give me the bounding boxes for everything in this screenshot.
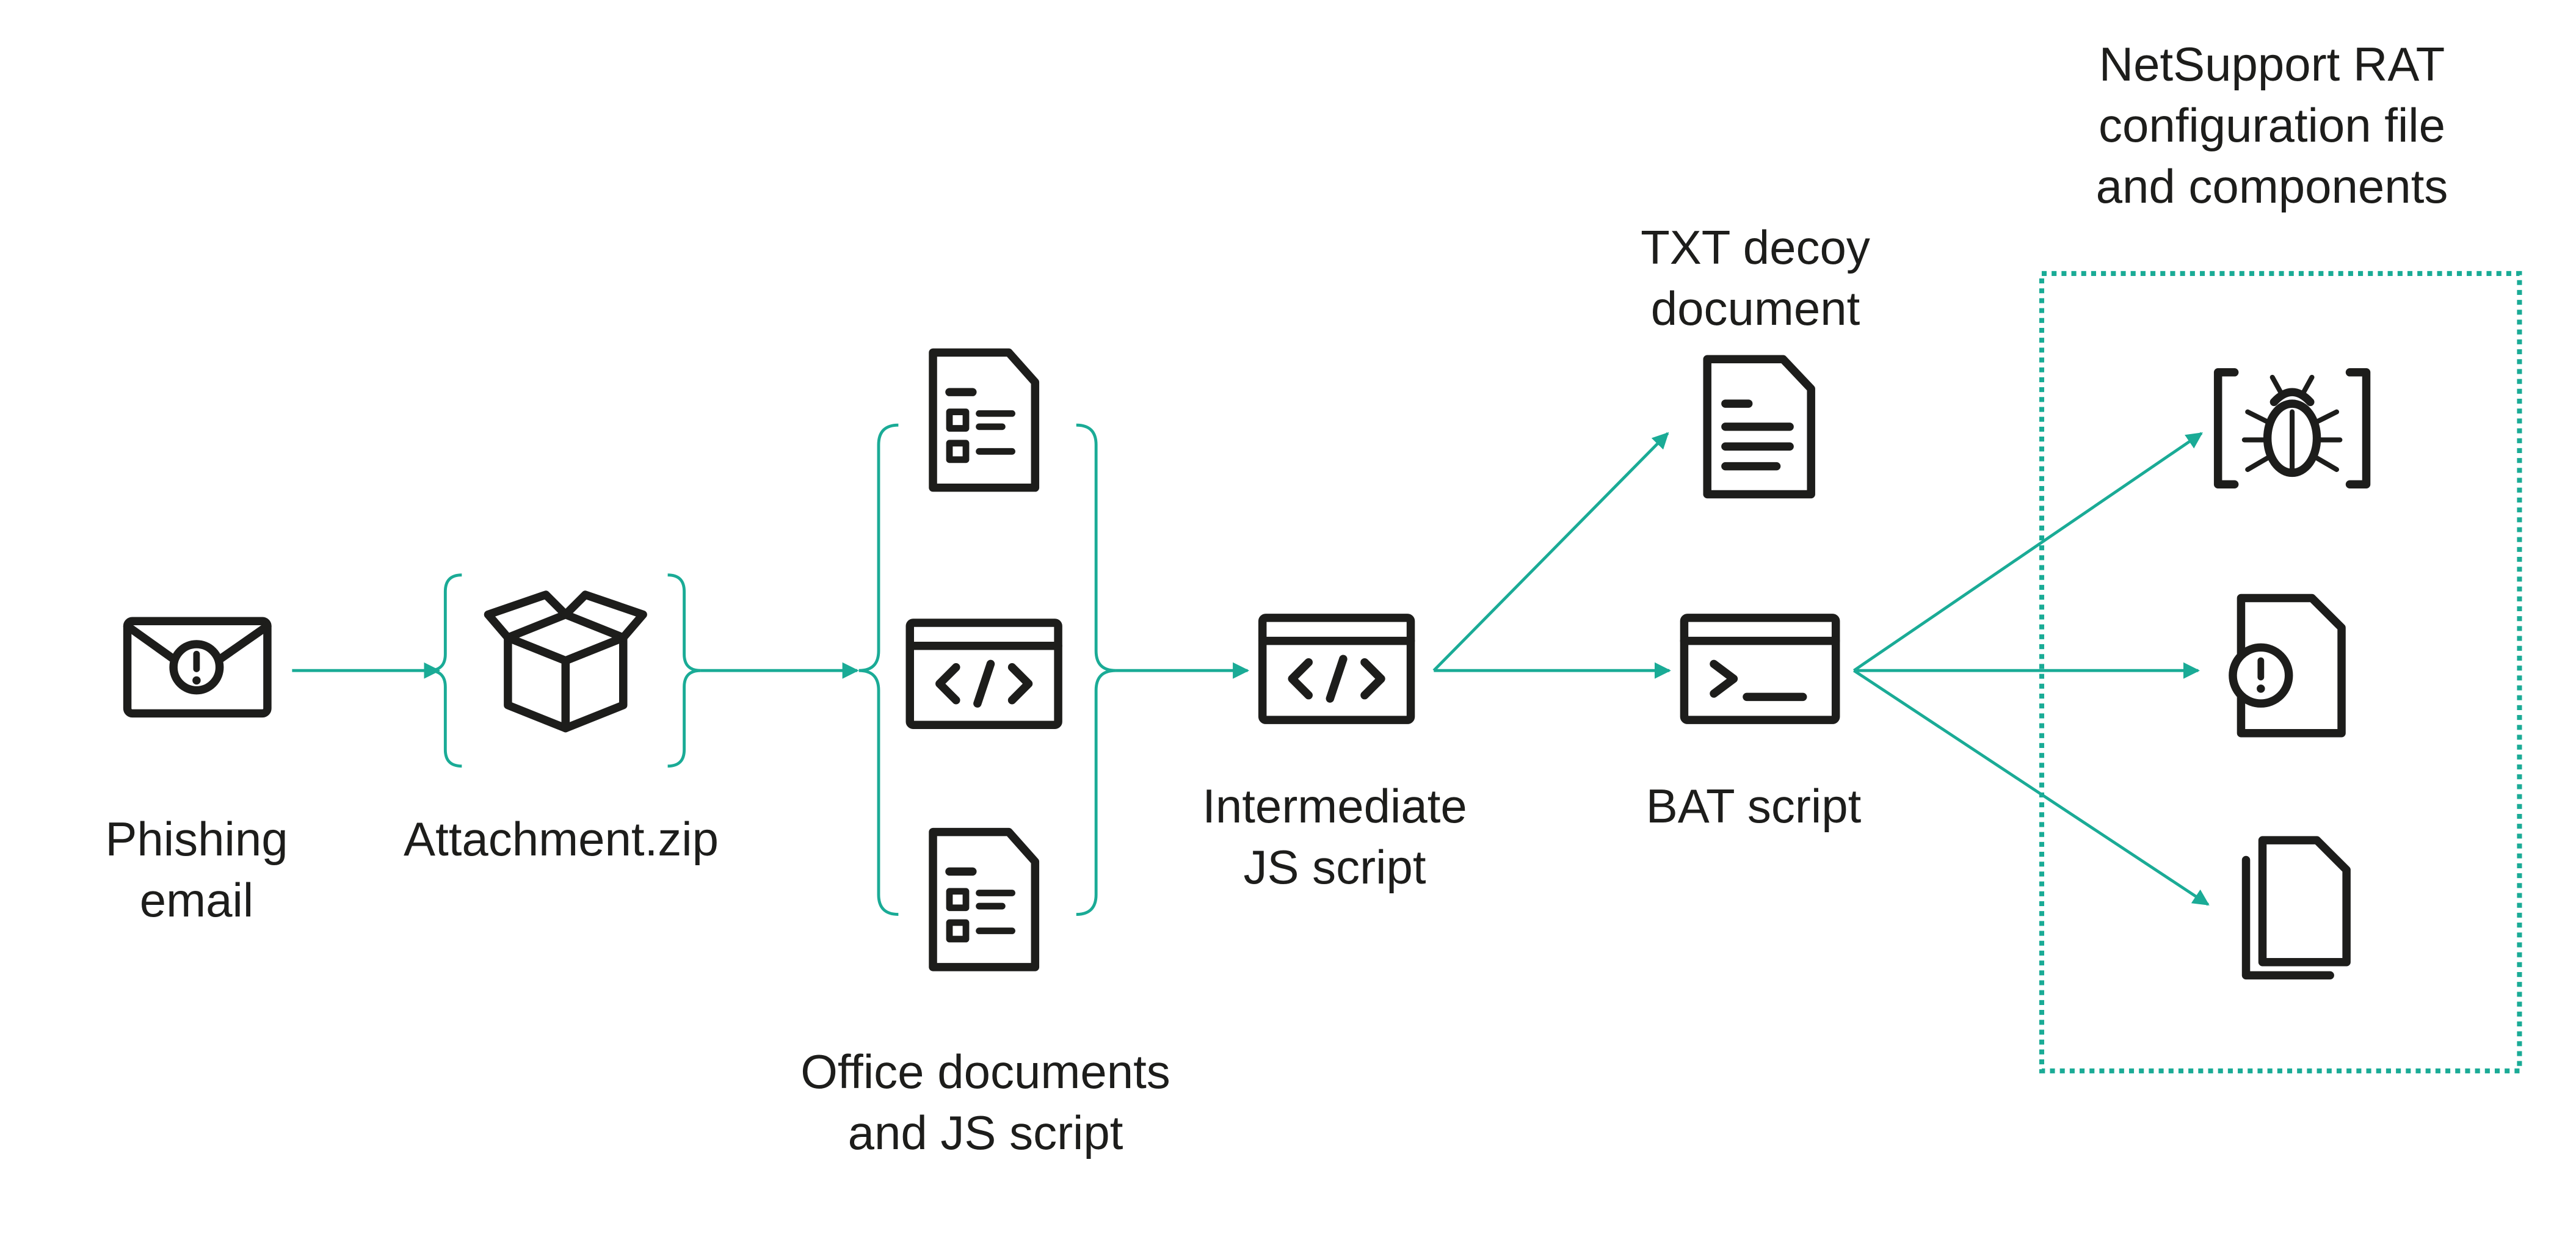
arrow-bat-to-bug (1852, 432, 2203, 672)
office-documents-label: Office documents and JS script (800, 1041, 1170, 1163)
phishing-email-label: Phishing email (105, 808, 288, 931)
code-window-icon (905, 619, 1062, 729)
terminal-window-icon (1680, 614, 1840, 724)
open-box-icon (484, 590, 647, 733)
intermediate-js-label: Intermediate JS script (1202, 775, 1467, 898)
arrow-js-to-txt (1432, 432, 1669, 672)
label-line: JS script (1243, 840, 1426, 894)
label-line: Office documents (800, 1045, 1170, 1098)
office-right-brace (1076, 423, 1116, 916)
zip-right-brace (667, 573, 701, 768)
document-form-icon (929, 348, 1040, 492)
attachment-zip-label: Attachment.zip (404, 808, 719, 869)
code-window-icon (1258, 614, 1415, 724)
label-line: Intermediate (1202, 779, 1467, 833)
label-line: TXT decoy (1641, 220, 1870, 274)
label-line: configuration file (2098, 98, 2445, 152)
document-alert-icon (2229, 593, 2346, 738)
label-line: document (1650, 281, 1860, 335)
label-line: BAT script (1645, 779, 1862, 833)
txt-decoy-label: TXT decoy document (1641, 217, 1870, 339)
envelope-alert-icon (123, 617, 272, 718)
arrow-bat-to-files (1853, 669, 2210, 906)
label-line: Phishing (105, 812, 288, 866)
office-left-brace (858, 423, 899, 916)
label-line: NetSupport RAT (2099, 37, 2445, 91)
netsupport-label: NetSupport RAT configuration file and co… (2096, 34, 2448, 217)
netsupport-dotted-frame (2039, 270, 2522, 1073)
bug-brackets-icon (2213, 368, 2371, 489)
document-form-icon (929, 827, 1040, 971)
stacked-files-icon (2241, 836, 2351, 980)
label-line: and JS script (847, 1106, 1123, 1160)
zip-left-brace (429, 573, 462, 768)
text-document-icon (1703, 355, 1815, 499)
label-line: Attachment.zip (404, 812, 719, 866)
bat-script-label: BAT script (1646, 775, 1862, 837)
label-line: and components (2095, 159, 2448, 213)
label-line: email (139, 873, 254, 927)
